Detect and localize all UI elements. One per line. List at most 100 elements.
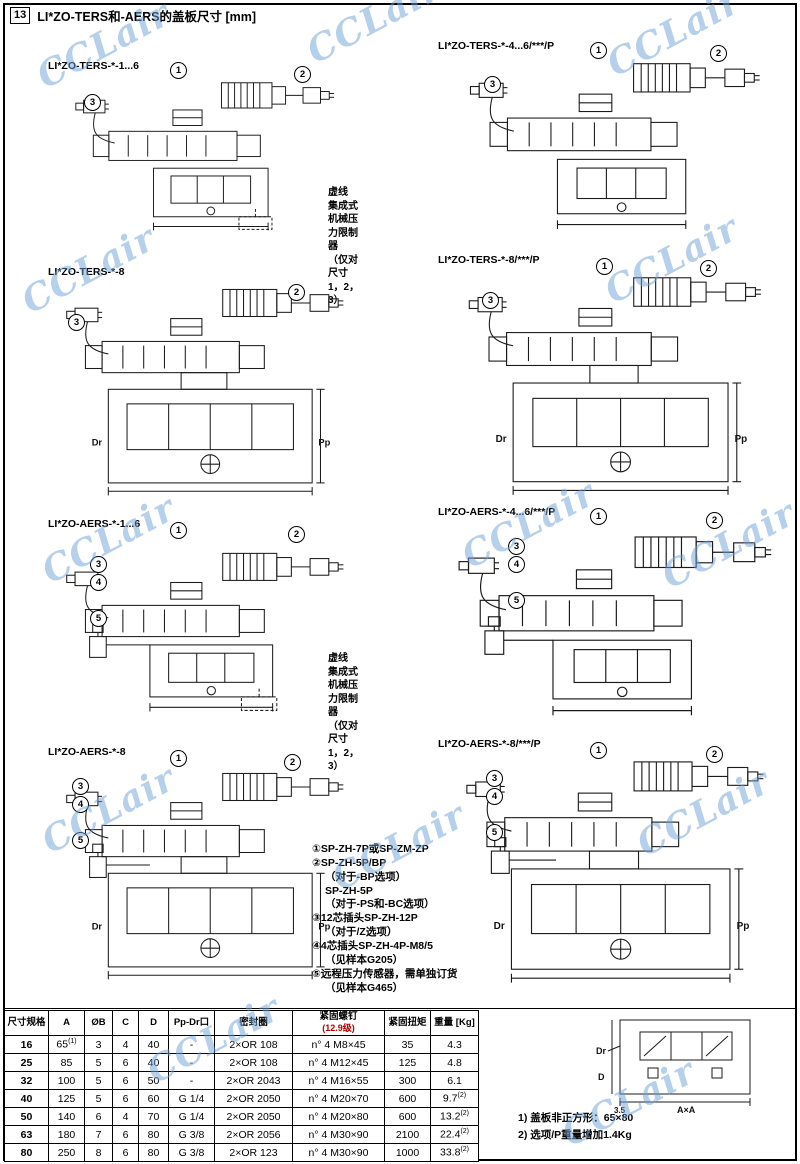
table-cell: n° 4 M20×70 bbox=[292, 1089, 385, 1108]
table-cell: 25 bbox=[4, 1053, 49, 1072]
table-cell: 50 bbox=[138, 1071, 169, 1090]
table-cell: 4 bbox=[112, 1107, 139, 1126]
table-cell: 35 bbox=[384, 1035, 431, 1054]
table-header-cell: A bbox=[48, 1010, 85, 1036]
table-cell: 300 bbox=[384, 1071, 431, 1090]
component-note: （对于-BP选项） bbox=[325, 870, 407, 883]
table-cell: 2×OR 108 bbox=[214, 1035, 293, 1054]
port-label: Pp bbox=[318, 437, 330, 447]
table-cell: 65(1) bbox=[48, 1035, 85, 1054]
component-note: （见样本G465） bbox=[325, 981, 404, 994]
panel-title: LI*ZO-AERS-*-1...6 bbox=[48, 518, 141, 530]
component-note: ③12芯插头SP-ZH-12P bbox=[312, 912, 418, 925]
valve-drawing bbox=[469, 63, 760, 229]
valve-drawing bbox=[458, 536, 772, 716]
component-note: （对于-PS和-BC选项） bbox=[325, 898, 435, 911]
table-header-cell: 尺寸规格 bbox=[4, 1010, 49, 1036]
table-cell: 2×OR 123 bbox=[214, 1143, 293, 1162]
table-cell: 2100 bbox=[384, 1125, 431, 1144]
table-cell: 22.4(2) bbox=[430, 1125, 479, 1144]
table-cell: 180 bbox=[48, 1125, 85, 1144]
port-label: Pp bbox=[318, 921, 330, 931]
dr-port-label: Dr bbox=[596, 1046, 606, 1056]
dashed-limiter-annotation: 虚线 集成式机械压力限制器 （仅对尺寸1，2，3） bbox=[328, 653, 360, 772]
port-label: Dr bbox=[496, 434, 507, 445]
table-cell: 6 bbox=[112, 1143, 139, 1162]
valve-drawing: Pp Dr bbox=[66, 772, 344, 980]
component-note: ⑤远程压力传感器，需单独订货 bbox=[312, 967, 458, 980]
table-cell: 5 bbox=[84, 1071, 113, 1090]
table-header-cell: ØB bbox=[84, 1010, 113, 1036]
footnote-1: 1) 盖板非正方形：65×80 bbox=[518, 1112, 634, 1124]
table-cell: 9.7(2) bbox=[430, 1089, 479, 1108]
table-cell: 16 bbox=[4, 1035, 49, 1054]
table-cell: n° 4 M20×80 bbox=[292, 1107, 385, 1126]
cover-plate-small-diagram: Dr D 3.5 A×A bbox=[596, 1019, 751, 1115]
panel-title: LI*ZO-TERS-*-4...6/***/P bbox=[438, 40, 555, 52]
table-cell: 85 bbox=[48, 1053, 85, 1072]
component-note: ②SP-ZH-5P/BP bbox=[312, 856, 387, 869]
component-note: （对于/Z选项） bbox=[325, 926, 398, 939]
table-cell: 4 bbox=[112, 1035, 139, 1054]
table-cell: 2×OR 2056 bbox=[214, 1125, 293, 1144]
panel-title: LI*ZO-TERS-*-8/***/P bbox=[438, 254, 540, 266]
table-cell: 600 bbox=[384, 1107, 431, 1126]
table-cell: - bbox=[168, 1053, 215, 1072]
table-cell: 3 bbox=[84, 1035, 113, 1054]
table-cell: 2×OR 2050 bbox=[214, 1089, 293, 1108]
table-cell: 1000 bbox=[384, 1143, 431, 1162]
panel-title: LI*ZO-AERS-*-8/***/P bbox=[438, 738, 541, 750]
table-cell: 60 bbox=[138, 1089, 169, 1108]
port-label: Dr bbox=[92, 921, 103, 931]
table-cell: - bbox=[168, 1035, 215, 1054]
valve-drawing bbox=[75, 82, 335, 231]
table-cell: n° 4 M16×55 bbox=[292, 1071, 385, 1090]
port-label: Pp bbox=[737, 921, 750, 932]
dim-axa-label: A×A bbox=[677, 1105, 696, 1115]
table-header-cell: C bbox=[112, 1010, 139, 1036]
panel-title: LI*ZO-AERS-*-8 bbox=[48, 746, 126, 758]
footnotes: 1) 盖板非正方形：65×80 2) 选项/P重量增加1.4Kg bbox=[518, 1110, 633, 1145]
table-header-cell: D bbox=[138, 1010, 169, 1036]
table-cell: 5 bbox=[84, 1089, 113, 1108]
dashed-limiter-annotation: 虚线 集成式机械压力限制器 （仅对尺寸1，2，3） bbox=[328, 187, 360, 306]
table-cell: 33.8(2) bbox=[430, 1143, 479, 1162]
table-cell: 40 bbox=[138, 1035, 169, 1054]
table-cell: 6 bbox=[112, 1089, 139, 1108]
table-cell: 6 bbox=[84, 1107, 113, 1126]
table-cell: 600 bbox=[384, 1089, 431, 1108]
table-cell: n° 4 M12×45 bbox=[292, 1053, 385, 1072]
table-cell: 80 bbox=[138, 1125, 169, 1144]
table-cell: 40 bbox=[4, 1089, 49, 1108]
table-cell: 125 bbox=[384, 1053, 431, 1072]
d-dimension-label: D bbox=[598, 1072, 605, 1082]
page-header: 13 LI*ZO-TERS和-AERS的盖板尺寸 [mm] bbox=[10, 6, 256, 25]
table-cell: n° 4 M8×45 bbox=[292, 1035, 385, 1054]
plate-outline bbox=[619, 1019, 751, 1095]
port-label: Pp bbox=[735, 434, 748, 445]
table-cell: 50 bbox=[4, 1107, 49, 1126]
dim-3-5-label: 3.5 bbox=[614, 1106, 626, 1115]
table-cell: 6.1 bbox=[430, 1071, 479, 1090]
table-cell: n° 4 M30×90 bbox=[292, 1125, 385, 1144]
component-note: （见样本G205） bbox=[325, 953, 404, 966]
table-cell: 250 bbox=[48, 1143, 85, 1162]
table-cell: 32 bbox=[4, 1071, 49, 1090]
table-cell: 5 bbox=[84, 1053, 113, 1072]
table-cell: G 3/8 bbox=[168, 1143, 215, 1162]
footnote-2: 2) 选项/P重量增加1.4Kg bbox=[518, 1129, 632, 1142]
table-cell: 80 bbox=[4, 1143, 49, 1162]
table-cell: 63 bbox=[4, 1125, 49, 1144]
